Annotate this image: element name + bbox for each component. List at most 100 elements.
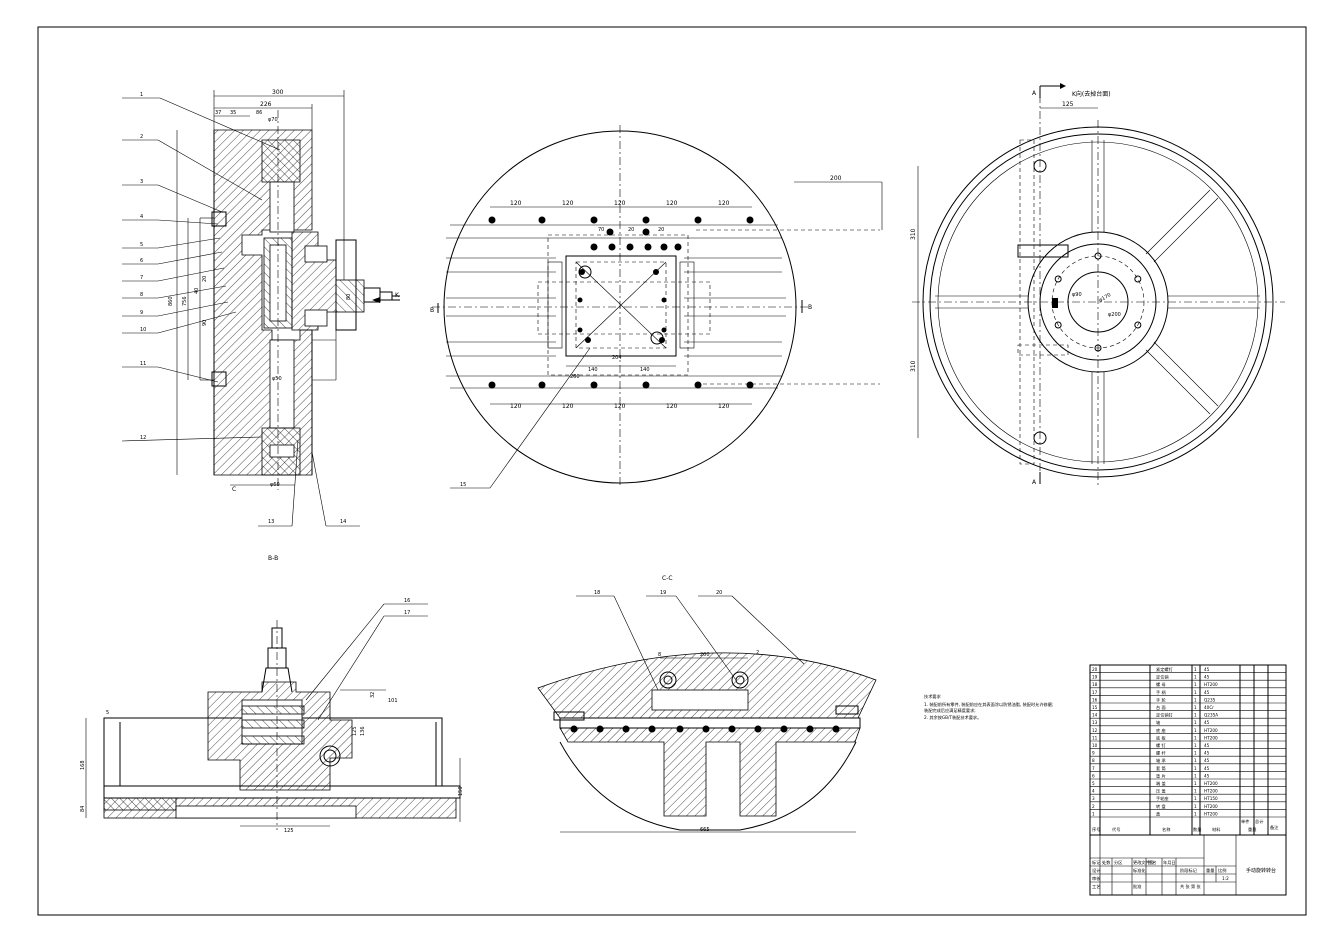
tb-date: 年月日 <box>1163 859 1176 866</box>
dim-136: 136 <box>360 726 366 736</box>
label-a-top: A <box>1032 90 1037 97</box>
bom-row-qty: 1 <box>1194 667 1197 672</box>
dim-37: 37 <box>215 110 221 116</box>
bolt-hole <box>608 243 616 251</box>
callout-3: 3 <box>140 179 143 185</box>
cc-bolt-hole <box>832 725 840 733</box>
dim-120-g: 120 <box>562 403 574 410</box>
callout-19: 19 <box>660 590 666 596</box>
bom-row-no: 1 <box>1092 811 1095 816</box>
bom-row-no: 3 <box>1092 796 1095 801</box>
bom-row-qty: 1 <box>1194 773 1197 778</box>
bom-row-mat: Q235 <box>1204 697 1216 702</box>
tb-craft: 工艺 <box>1092 884 1100 889</box>
dim-226: 226 <box>260 101 272 108</box>
bolt-hole <box>694 216 702 224</box>
hub-bolt-hole <box>1094 252 1102 260</box>
callout-16: 16 <box>404 598 410 604</box>
dim-260: 260 <box>570 374 580 380</box>
bom-header-weight: 重量 <box>1248 826 1256 833</box>
bolt-hole <box>659 337 665 343</box>
bom-row-qty: 1 <box>1194 705 1197 710</box>
dim-120-e: 120 <box>718 200 730 207</box>
bom-row-name: 轴 <box>1156 719 1160 726</box>
bom-row-mat: 45 <box>1204 743 1210 748</box>
dim-120-a: 120 <box>510 200 522 207</box>
dim-150: 150 <box>458 786 464 796</box>
bom-header-unit: 单件 <box>1241 818 1249 825</box>
bom-row-name: 底 座 <box>1156 727 1166 734</box>
bolt-hole <box>538 381 546 389</box>
bom-row-qty: 1 <box>1194 690 1197 695</box>
bom-row-mat: HT200 <box>1204 804 1218 809</box>
section-cc-view: C-C 665 200 8 2 18 19 20 <box>537 575 877 833</box>
callout-10: 10 <box>140 327 146 333</box>
dim-140-a: 140 <box>588 367 598 373</box>
cc-bolt-hole <box>622 725 630 733</box>
callout-13: 13 <box>268 519 274 525</box>
dim-20-b: 20 <box>658 227 664 233</box>
callout-17: 17 <box>404 610 410 616</box>
bom-row-mat: 45 <box>1204 773 1210 778</box>
bom-row-name: 转 盘 <box>1156 803 1166 810</box>
bolt-hole <box>661 327 667 333</box>
dim-70: 70 <box>598 227 604 233</box>
dim-90: 90 <box>202 320 208 326</box>
dim-204: 204 <box>612 355 622 361</box>
dim-phi70: φ70 <box>268 117 278 123</box>
cc-bolt-hole <box>806 725 814 733</box>
bom-row-mat: Q235A <box>1204 713 1218 718</box>
section-bb-view: B-B 168 84 5 150 125 101 32 125 136 <box>80 555 464 834</box>
callout-7: 7 <box>140 275 143 281</box>
bom-row-name: 台 面 <box>1156 704 1166 711</box>
dim-310-a: 310 <box>910 228 917 240</box>
bom-row-mat: HT200 <box>1204 789 1218 794</box>
dim-860: 860 <box>168 296 174 306</box>
bom-row-no: 10 <box>1092 743 1098 748</box>
dim-phi200: φ200 <box>1108 312 1121 318</box>
dim-32: 32 <box>370 692 376 698</box>
bom-row-qty: 1 <box>1194 728 1197 733</box>
bolt-hole <box>579 269 585 275</box>
callout-2: 2 <box>140 134 143 140</box>
bom-row-no: 17 <box>1092 690 1098 695</box>
bom-row-name: 定位销 <box>1156 674 1169 681</box>
label-b-left: B <box>430 307 434 314</box>
bom-row-mat: HT200 <box>1204 735 1218 740</box>
dim-120-c: 120 <box>614 200 626 207</box>
bolt-hole <box>488 381 496 389</box>
bom-header-note: 备注 <box>1270 824 1279 831</box>
bolt-hole <box>642 381 650 389</box>
dim-168: 168 <box>80 760 86 770</box>
bom-row-name: 压 盖 <box>1156 788 1166 795</box>
bom-row-qty: 1 <box>1194 811 1197 816</box>
dim-cc-200: 200 <box>700 652 710 658</box>
dim-120-j: 120 <box>718 403 730 410</box>
bom-row-name: 盖 <box>1156 810 1160 816</box>
cc-bolt-hole <box>728 725 736 733</box>
tb-sign: 签名 <box>1148 859 1156 866</box>
bom-row-name: 螺 钉 <box>1156 742 1167 749</box>
tb-scale-val: 1:2 <box>1222 876 1229 881</box>
bom-header-qty: 数量 <box>1193 826 1201 833</box>
bom-row-mat: HT200 <box>1204 728 1218 733</box>
tb-standardize: 标准化 <box>1133 867 1146 874</box>
callout-20: 20 <box>716 590 722 596</box>
bom-row-name: 手轮座 <box>1156 795 1169 802</box>
tb-sheets: 共 张 第 张 <box>1180 883 1202 890</box>
dim-35: 35 <box>230 110 236 116</box>
tb-zone: 分区 <box>1114 859 1122 866</box>
bolt-hole <box>660 243 668 251</box>
bom-row-qty: 1 <box>1194 758 1197 763</box>
bolt-hole <box>577 327 583 333</box>
bom-header-code: 代号 <box>1112 826 1120 833</box>
bolt-hole <box>674 243 682 251</box>
left-callouts: 1 2 3 4 5 6 7 8 9 10 11 12 13 14 <box>121 92 360 527</box>
bolt-hole <box>606 228 614 236</box>
tb-mark: 标记 <box>1092 859 1101 866</box>
bom-row-name: 螺 杆 <box>1156 750 1167 757</box>
bom-row-mat: 45 <box>1204 675 1210 680</box>
bom-row-qty: 1 <box>1194 713 1197 718</box>
cc-bolt-hole <box>570 725 578 733</box>
view-k-label: K向(去掉台面) <box>1072 90 1111 98</box>
